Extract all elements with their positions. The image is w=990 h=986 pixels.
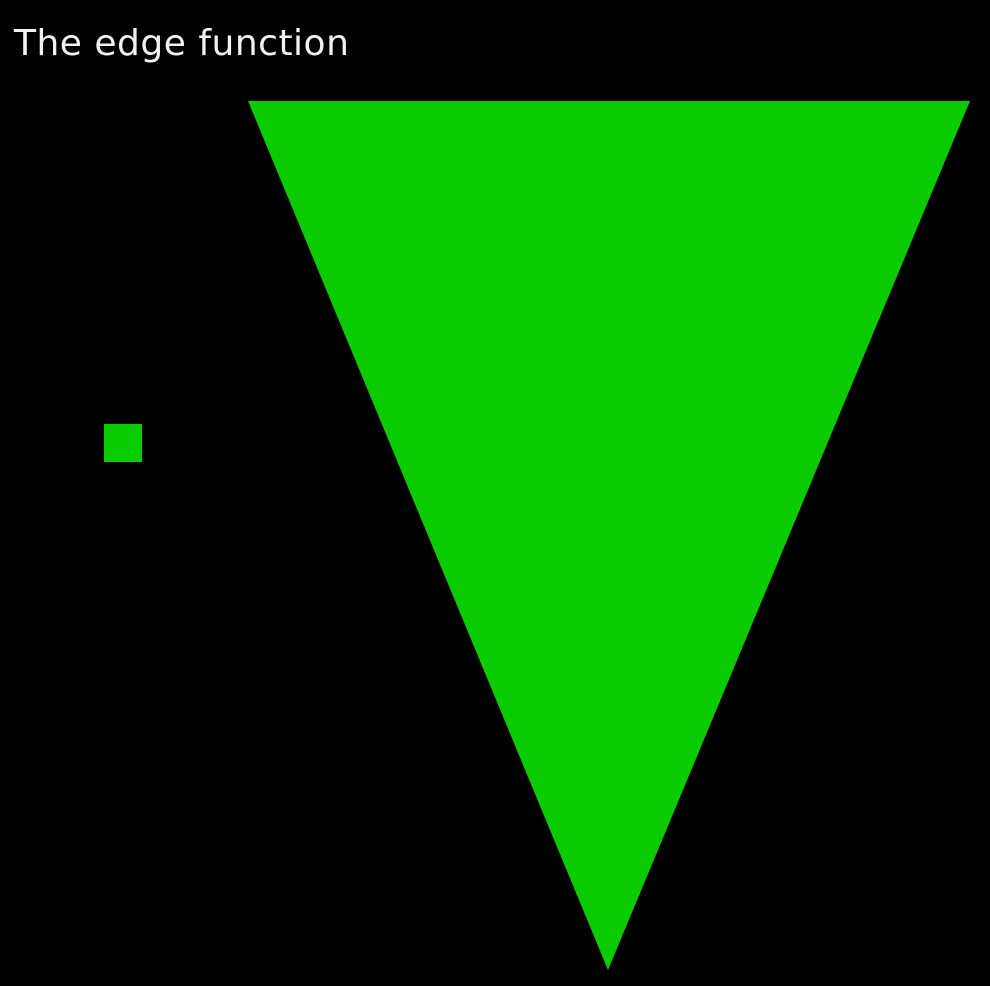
triangle	[248, 101, 970, 970]
sample-pixel	[104, 424, 142, 462]
page-title: The edge function	[14, 23, 350, 64]
